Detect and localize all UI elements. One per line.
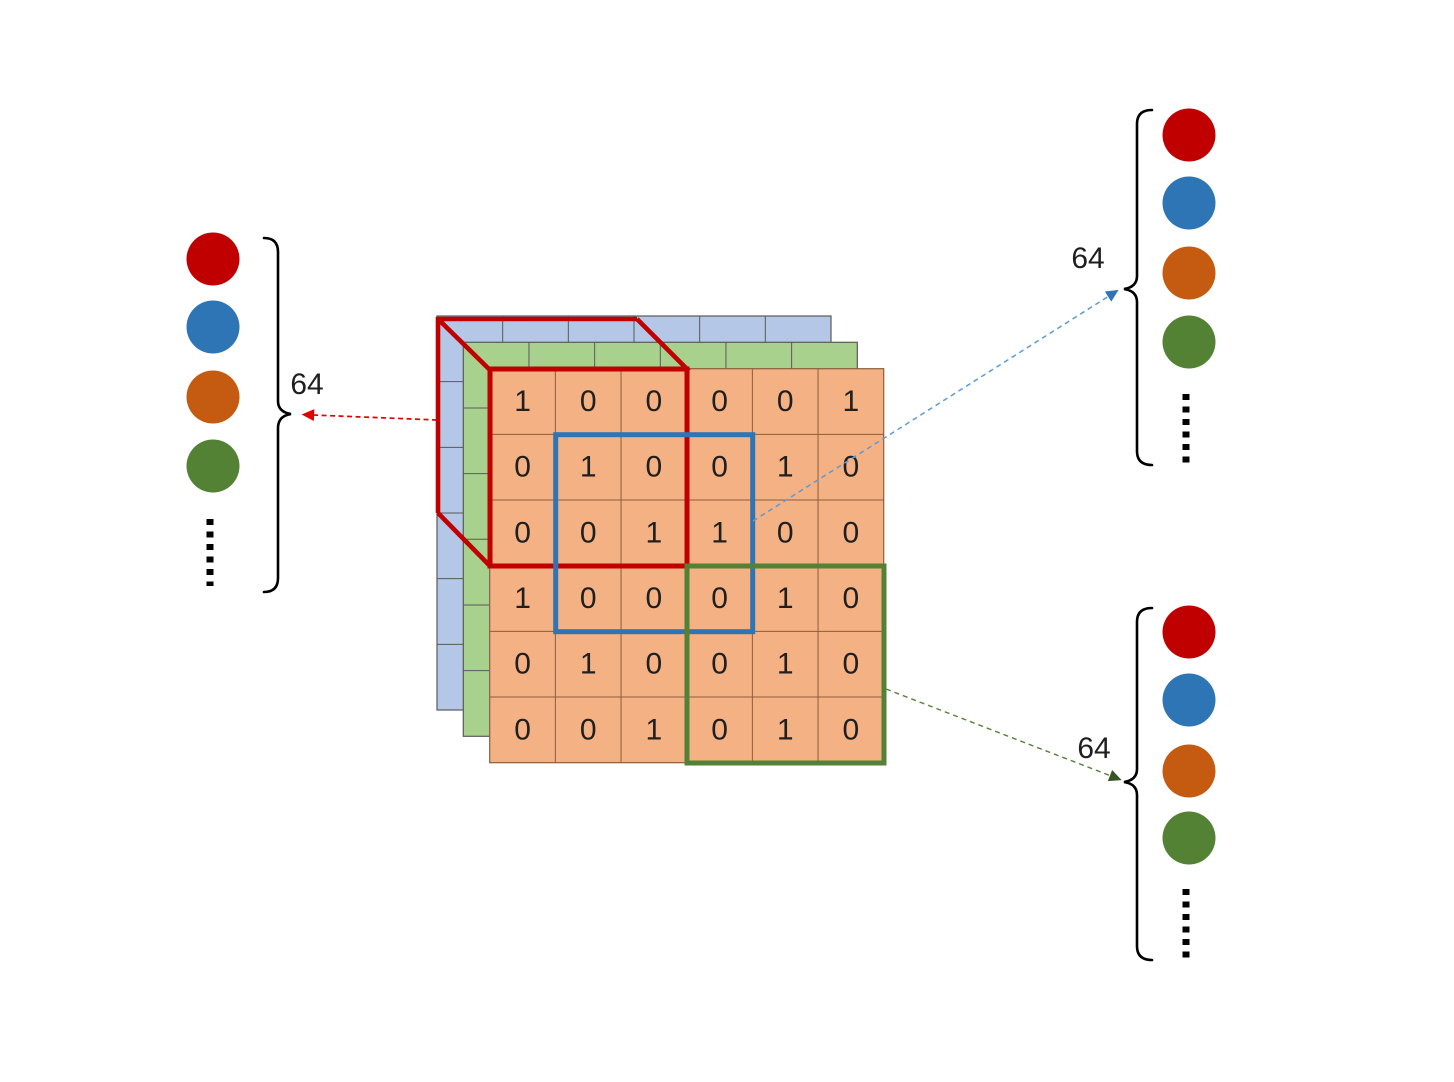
matrix-cell-value: 1 bbox=[514, 385, 531, 418]
matrix-cell-value: 1 bbox=[711, 516, 728, 549]
red-window-wireframe bbox=[435, 316, 691, 569]
feature-circle bbox=[1162, 744, 1216, 798]
top-right-count-label: 64 bbox=[1071, 242, 1104, 275]
matrix-cell-value: 0 bbox=[711, 451, 728, 484]
matrix-cell-value: 0 bbox=[711, 648, 728, 681]
top-right-bracket bbox=[1123, 108, 1154, 467]
matrix-cell-value: 0 bbox=[514, 451, 531, 484]
matrix-cell-value: 0 bbox=[843, 451, 860, 484]
matrix-cell-value: 1 bbox=[777, 582, 794, 615]
blue-window bbox=[553, 432, 756, 635]
red-window bbox=[487, 366, 690, 569]
matrix-cell-value: 0 bbox=[843, 648, 860, 681]
matrix-cell-value: 0 bbox=[514, 648, 531, 681]
matrix-cell-value: 1 bbox=[646, 516, 663, 549]
matrix-cell-value: 1 bbox=[580, 451, 597, 484]
feature-circle bbox=[186, 439, 240, 493]
matrix-cell-value: 1 bbox=[580, 648, 597, 681]
matrix-cell-value: 0 bbox=[580, 713, 597, 746]
bottom-right-feature-circles bbox=[1162, 605, 1216, 865]
top-right-feature-circles bbox=[1162, 108, 1216, 369]
matrix-cell-value: 0 bbox=[646, 385, 663, 418]
matrix-cell-value: 0 bbox=[777, 385, 794, 418]
matrix-cell-value: 1 bbox=[843, 385, 860, 418]
matrix-cell-value: 0 bbox=[514, 713, 531, 746]
feature-circle bbox=[186, 232, 240, 286]
red-arrow bbox=[301, 409, 438, 421]
matrix-cell-value: 0 bbox=[711, 582, 728, 615]
feature-circle bbox=[1162, 315, 1216, 369]
green-window bbox=[684, 563, 887, 766]
feature-circle bbox=[1162, 673, 1216, 727]
feature-circle bbox=[1162, 108, 1216, 162]
matrix-cell-value: 0 bbox=[646, 451, 663, 484]
matrix-cell-value: 0 bbox=[843, 713, 860, 746]
bottom-right-bracket bbox=[1123, 606, 1154, 962]
left-count-label: 64 bbox=[290, 368, 323, 401]
green-arrow bbox=[885, 688, 1122, 782]
matrix-cell-value: 0 bbox=[711, 385, 728, 418]
bottom-right-count-label: 64 bbox=[1077, 732, 1110, 765]
feature-circle bbox=[1162, 176, 1216, 230]
matrix-cell-value: 0 bbox=[646, 648, 663, 681]
blue-arrow bbox=[752, 289, 1119, 522]
feature-circle bbox=[1162, 605, 1216, 659]
feature-circle bbox=[186, 300, 240, 354]
feature-circle bbox=[1162, 811, 1216, 865]
matrix-cell-value: 1 bbox=[646, 713, 663, 746]
matrix-cell-value: 1 bbox=[777, 451, 794, 484]
matrix-cell-value: 0 bbox=[646, 582, 663, 615]
left-bracket bbox=[262, 236, 292, 594]
feature-circle bbox=[1162, 246, 1216, 300]
matrix-cell-value: 0 bbox=[711, 713, 728, 746]
feature-circle bbox=[186, 370, 240, 424]
matrix-cell-value: 1 bbox=[777, 648, 794, 681]
matrix-cell-value: 0 bbox=[580, 582, 597, 615]
matrix-cell-value: 0 bbox=[580, 516, 597, 549]
matrix-cell-value: 0 bbox=[843, 516, 860, 549]
matrix-cell-value: 1 bbox=[514, 582, 531, 615]
left-feature-circles bbox=[186, 232, 240, 493]
matrix-cell-value: 0 bbox=[777, 516, 794, 549]
matrix-cell-value: 1 bbox=[777, 713, 794, 746]
matrix-cell-value: 0 bbox=[843, 582, 860, 615]
matrix-cell-value: 0 bbox=[580, 385, 597, 418]
matrix-values: 1 0 0 0 0 1 0 1 0 0 1 0 0 0 1 1 0 0 1 0 0 0 1 0 0 1 0 0 1 0 0 0 1 0 1 0 bbox=[514, 385, 859, 746]
matrix-cell-value: 0 bbox=[514, 516, 531, 549]
